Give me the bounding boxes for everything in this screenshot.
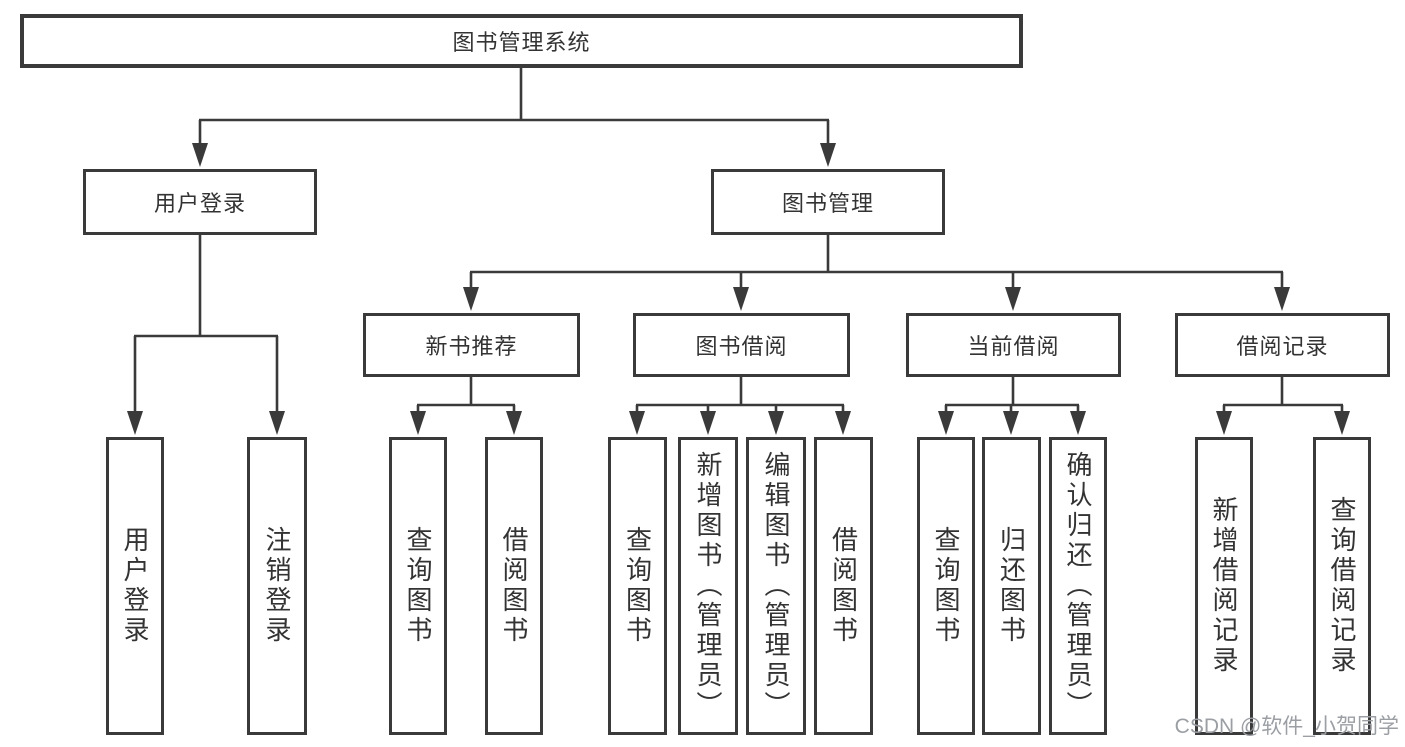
node-label: 用户登录: [153, 191, 246, 216]
node-label: 借阅记录: [1236, 334, 1329, 359]
node-label: 归还图书: [996, 526, 1027, 646]
node-label: 新书推荐: [425, 334, 518, 359]
node-current-borrow: 当前借阅: [906, 313, 1121, 377]
node-label: 查询图书: [931, 526, 961, 646]
node-label: 借阅图书: [499, 526, 529, 646]
node-label: 查询图书: [622, 526, 653, 646]
leaf-query-books-bb: 查询图书: [608, 437, 667, 735]
node-library-management-system: 图书管理系统: [20, 14, 1023, 68]
leaf-borrow-books-bb: 借阅图书: [814, 437, 873, 735]
leaf-add-borrow-record: 新增借阅记录: [1195, 437, 1253, 735]
node-label: 借阅图书: [828, 526, 859, 646]
node-label: 当前借阅: [967, 334, 1060, 359]
leaf-user-login: 用户登录: [106, 437, 164, 735]
node-label: 新增图书（管理员）: [693, 451, 723, 721]
leaf-return-books: 归还图书: [982, 437, 1041, 735]
csdn-watermark: CSDN @软件_小贺同学: [1174, 715, 1399, 738]
node-label: 用户登录: [120, 526, 150, 646]
node-label: 编辑图书（管理员）: [761, 451, 791, 721]
leaf-confirm-return-admin: 确认归还（管理员）: [1049, 437, 1107, 735]
node-user-login: 用户登录: [83, 169, 317, 235]
leaf-add-books-admin: 新增图书（管理员）: [678, 437, 738, 735]
leaf-borrow-books-rec: 借阅图书: [485, 437, 543, 735]
node-label: 图书借阅: [695, 334, 788, 359]
leaf-query-books-rec: 查询图书: [389, 437, 447, 735]
node-label: 查询借阅记录: [1327, 496, 1357, 676]
leaf-query-books-cb: 查询图书: [917, 437, 975, 735]
node-borrow-records: 借阅记录: [1175, 313, 1390, 377]
node-book-management: 图书管理: [711, 169, 945, 235]
leaf-logout: 注销登录: [247, 437, 307, 735]
node-label: 确认归还（管理员）: [1063, 451, 1093, 721]
node-book-borrow: 图书借阅: [633, 313, 850, 377]
node-label: 图书管理系统: [452, 30, 591, 55]
leaf-edit-books-admin: 编辑图书（管理员）: [746, 437, 806, 735]
node-label: 图书管理: [781, 191, 874, 216]
node-label: 新增借阅记录: [1209, 496, 1239, 676]
node-new-book-recommend: 新书推荐: [363, 313, 580, 377]
leaf-query-borrow-record: 查询借阅记录: [1313, 437, 1371, 735]
node-label: 查询图书: [403, 526, 433, 646]
node-label: 注销登录: [262, 526, 292, 646]
